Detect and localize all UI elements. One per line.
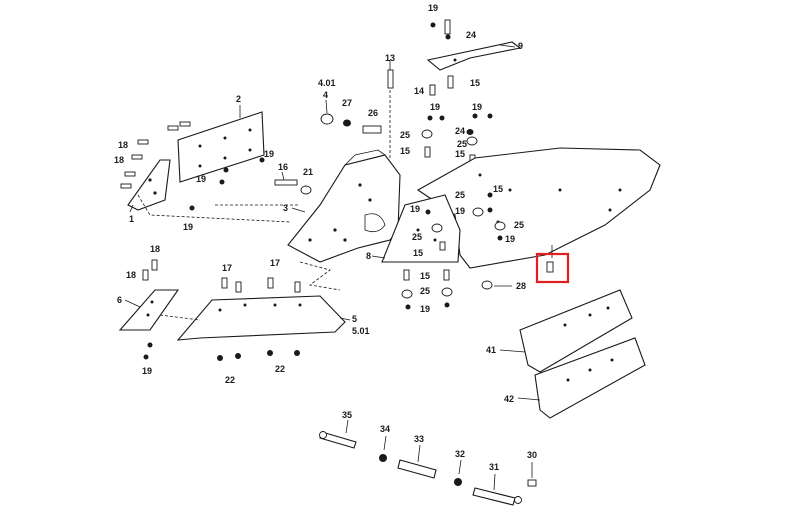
bolt-group-18-left (120, 139, 149, 189)
label-17b: 17 (270, 258, 280, 268)
label-34: 34 (380, 424, 390, 434)
label-19-b2: 19 (505, 234, 515, 244)
label-31: 31 (489, 462, 499, 472)
label-19-top: 19 (428, 3, 438, 13)
part-9-strut[interactable] (426, 41, 522, 71)
label-19-mid2: 19 (472, 102, 482, 112)
label-15-low: 15 (420, 271, 430, 281)
label-14: 14 (414, 86, 424, 96)
label-25-p8: 25 (412, 232, 422, 242)
label-19-p8: 19 (410, 204, 420, 214)
label-26: 26 (368, 108, 378, 118)
part-5-share[interactable] (176, 295, 346, 341)
part-2-plate[interactable] (177, 111, 265, 183)
highlighted-part-bolt[interactable] (535, 252, 570, 284)
label-18a: 18 (118, 140, 128, 150)
part-4-washer[interactable] (320, 113, 334, 125)
label-22a: 22 (225, 375, 235, 385)
label-25-b1: 25 (455, 190, 465, 200)
label-30: 30 (527, 450, 537, 460)
label-9: 9 (518, 41, 523, 51)
label-24-mid: 24 (455, 126, 465, 136)
part-28-washer[interactable] (481, 280, 493, 290)
label-15-mid: 15 (400, 146, 410, 156)
label-6: 6 (117, 295, 122, 305)
label-5-01: 5.01 (352, 326, 370, 336)
part-27-nut[interactable] (343, 119, 351, 127)
label-27: 27 (342, 98, 352, 108)
label-4-01: 4.01 (318, 78, 336, 88)
part-34-nut[interactable] (379, 454, 387, 462)
label-25-b2: 25 (514, 220, 524, 230)
label-15-top: 15 (470, 78, 480, 88)
label-25-low: 25 (420, 286, 430, 296)
label-17a: 17 (222, 263, 232, 273)
label-21: 21 (303, 167, 313, 177)
part-13-bolt[interactable] (387, 69, 394, 89)
label-5: 5 (352, 314, 357, 324)
label-8: 8 (366, 251, 371, 261)
part-31-rod[interactable] (472, 487, 522, 506)
label-15-mid2: 15 (455, 149, 465, 159)
part-41-shin[interactable] (519, 289, 633, 373)
part-32-nut[interactable] (454, 478, 462, 486)
label-41: 41 (486, 345, 496, 355)
label-16: 16 (278, 162, 288, 172)
label-15-b1: 15 (493, 184, 503, 194)
label-2: 2 (236, 94, 241, 104)
label-32: 32 (455, 449, 465, 459)
label-42: 42 (504, 394, 514, 404)
label-3: 3 (283, 203, 288, 213)
part-1-bracket[interactable] (127, 159, 171, 211)
label-18d: 18 (126, 270, 136, 280)
part-30-fitting[interactable] (527, 479, 537, 487)
part-35-rod-end[interactable] (319, 431, 357, 449)
label-25-mid: 25 (400, 130, 410, 140)
label-1: 1 (129, 214, 134, 224)
label-25-mid2: 25 (457, 139, 467, 149)
label-19b: 19 (196, 174, 206, 184)
label-22b: 22 (275, 364, 285, 374)
label-19-mid: 19 (430, 102, 440, 112)
label-24-top: 24 (466, 30, 476, 40)
label-19c: 19 (183, 222, 193, 232)
label-13: 13 (385, 53, 395, 63)
label-15-p8: 15 (413, 248, 423, 258)
label-19-low: 19 (420, 304, 430, 314)
label-19-p6: 19 (142, 366, 152, 376)
part-3-frame[interactable] (287, 149, 401, 263)
label-35: 35 (342, 410, 352, 420)
part-6-share-point[interactable] (118, 289, 180, 331)
part-16-pin[interactable] (274, 179, 298, 186)
label-4: 4 (323, 90, 328, 100)
label-28: 28 (516, 281, 526, 291)
part-26-bolt[interactable] (362, 125, 382, 134)
part-21-bushing[interactable] (300, 185, 312, 195)
label-33: 33 (414, 434, 424, 444)
label-18b: 18 (114, 155, 124, 165)
part-42-shin[interactable] (534, 337, 646, 419)
label-18c: 18 (150, 244, 160, 254)
label-19a: 19 (264, 149, 274, 159)
part-33-tube[interactable] (397, 459, 437, 479)
label-19-b1: 19 (455, 206, 465, 216)
